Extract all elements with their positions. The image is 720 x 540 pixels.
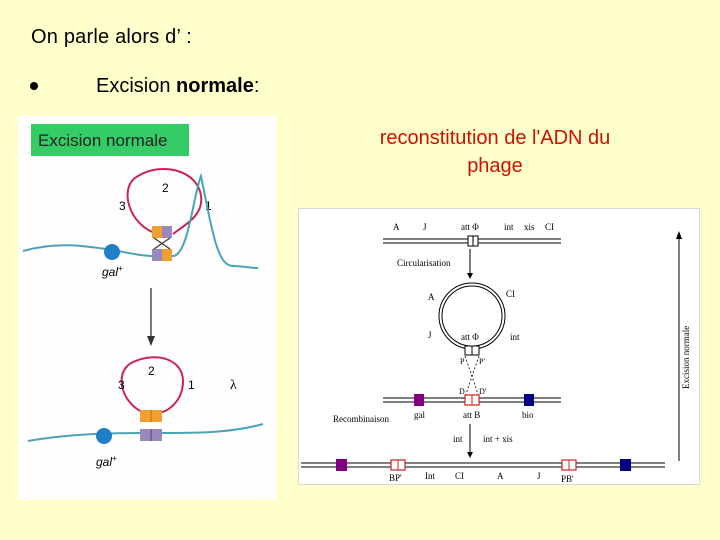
int-label: int (453, 434, 463, 444)
row3-PB: PB' (561, 474, 574, 484)
row2-gal: gal (414, 410, 425, 420)
side-label: Excision normale (681, 326, 691, 389)
header-box (31, 124, 189, 156)
bio-box (524, 394, 534, 406)
circle-P: P (460, 357, 465, 366)
header-label: Excision normale (38, 131, 167, 150)
Dp-label: D' (479, 387, 487, 396)
gal-ball-top (104, 244, 120, 260)
bullet-text-bold: normale (176, 75, 254, 97)
bullet-text: Excision normale: (96, 75, 259, 98)
recombinaison-label: Recombinaison (333, 414, 389, 424)
dna-top-right (171, 172, 259, 269)
caption-line-2: phage (467, 155, 523, 177)
row1-J: J (423, 222, 427, 232)
right-diagram: A J att Φ int xis CI Circularisation A C… (298, 208, 700, 485)
bullet-dot-icon (30, 82, 38, 90)
int-xis-label: int + xis (483, 434, 513, 444)
gal-box-row3 (336, 459, 347, 471)
circularisation-label: Circularisation (397, 258, 451, 268)
label-3-top: 3 (119, 199, 126, 213)
circle-CI: CI (506, 289, 515, 299)
label-1-bottom: 1 (188, 378, 195, 392)
loop-top (126, 167, 203, 235)
label-3-bottom: 3 (118, 378, 125, 392)
caption-line-1: reconstitution de l'ADN du (379, 127, 611, 149)
row2-attB: att B (463, 410, 480, 420)
lambda-label: λ (230, 378, 237, 393)
gal-top-label: gal+ (102, 264, 123, 279)
loop-bottom (120, 356, 185, 413)
gal-bottom-label: gal+ (96, 454, 117, 469)
row1-A: A (393, 222, 400, 232)
bullet-text-plain: Excision (96, 75, 177, 97)
D-label: D (459, 387, 465, 396)
gal-box (414, 394, 424, 406)
circle-Pp: P' (479, 357, 485, 366)
row3-Int: Int (425, 471, 435, 481)
label-2-top: 2 (162, 181, 169, 195)
bullet-text-suffix: : (253, 75, 260, 97)
row1-CI: CI (545, 222, 554, 232)
circle-att: att Φ (461, 332, 479, 342)
circle-J: J (428, 330, 432, 340)
label-2-bottom: 2 (148, 364, 155, 378)
slide-title: On parle alors d’ : (31, 26, 192, 48)
row3-J: J (537, 471, 541, 481)
gal-ball-bottom (96, 428, 112, 444)
row3-A: A (497, 471, 504, 481)
row3-CI: CI (455, 471, 464, 481)
row1-xis: xis (524, 222, 535, 232)
bio-box-row3 (620, 459, 631, 471)
row1-att: att Φ (461, 222, 479, 232)
left-diagram: Excision normale 2 3 1 gal+ 2 3 1 λ (18, 116, 276, 500)
label-1-top: 1 (205, 199, 212, 213)
caption: reconstitution de l'ADN du phage (350, 124, 640, 180)
circle-A: A (428, 292, 435, 302)
row3-BP: BP' (389, 473, 402, 483)
row2-bio: bio (522, 410, 534, 420)
dna-top-left (22, 244, 154, 257)
row1-int: int (504, 222, 514, 232)
circle-int: int (510, 332, 520, 342)
